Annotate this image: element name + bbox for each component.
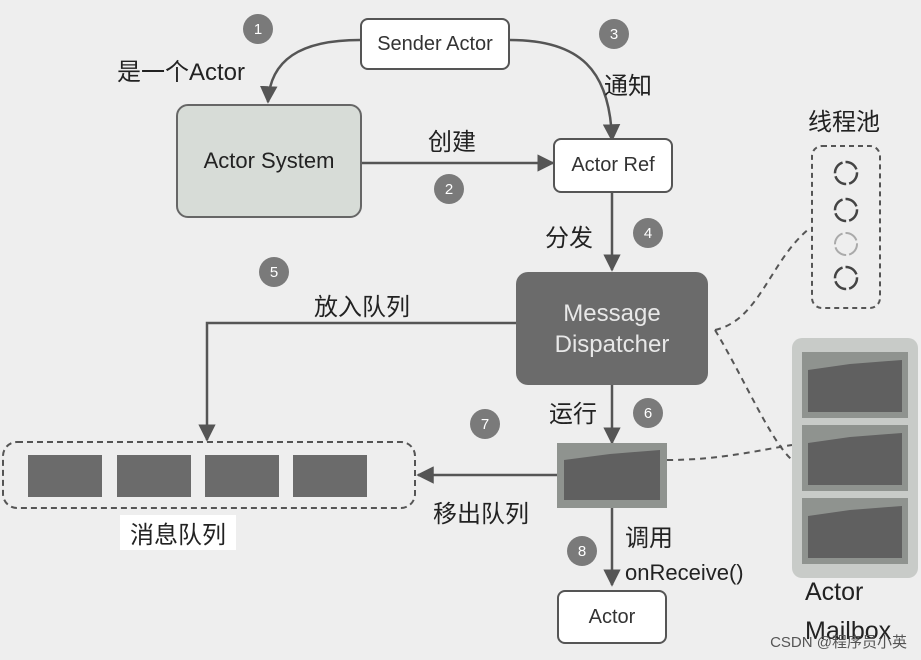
edge-label-enqueue: 放入队列 [314,294,410,321]
step-8-badge: 8 [567,536,597,566]
queue-item [293,455,367,497]
edge-label-run: 运行 [549,401,597,428]
edge-label-dispatch: 分发 [545,225,593,252]
step-2-badge: 2 [434,174,464,204]
actor-ref-box: Actor Ref [553,138,673,193]
edge-label-invoke: 调用 [625,525,673,552]
actor-mailbox-label-line2: Mailbox [805,617,892,645]
link-mailbox [714,329,793,461]
sender-actor-box: Sender Actor [360,18,510,70]
edge-enqueue [198,321,516,442]
actor-label: Actor [588,605,636,628]
link-thread-pool [714,227,811,331]
thread-icon [833,160,859,186]
message-queue-label: 消息队列 [120,515,236,550]
mailbox-slot-content [808,506,902,558]
mailbox-slot-content [808,360,902,412]
thread-icon [833,197,859,223]
actor-system-box: Actor System [176,104,362,218]
step-1-badge: 1 [243,14,273,44]
actor-box: Actor [557,590,667,644]
step-6-badge: 6 [633,398,663,428]
step-5-badge: 5 [259,257,289,287]
actor-ref-label: Actor Ref [571,154,655,176]
sender-actor-label: Sender Actor [377,32,493,55]
edge-is-an-actor [260,38,361,104]
step-7-badge: 7 [470,409,500,439]
edge-label-dequeue: 移出队列 [433,501,529,528]
actor-mailbox-label-line1: Actor [805,578,864,606]
edge-label-on-receive: onReceive() [625,560,744,585]
step-3-badge: 3 [599,19,629,49]
edge-label-create: 创建 [428,129,476,156]
thread-pool-container [811,145,881,309]
thread-pool-label: 线程池 [808,109,880,136]
actor-system-label: Actor System [203,148,335,173]
running-mailbox-content [564,450,660,500]
step-4-badge: 4 [633,218,663,248]
watermark-caption: CSDN @程序员小英 [770,634,907,651]
message-dispatcher-label-line2: Dispatcher [554,330,670,358]
link-mailbox-2 [666,444,793,461]
edge-label-is-an-actor: 是一个Actor [117,59,246,86]
message-dispatcher-box: Message Dispatcher [516,272,708,385]
queue-item [205,455,279,497]
queue-item [28,455,102,497]
message-queue-container [2,441,416,509]
thread-icon [834,232,858,256]
thread-icon [833,265,859,291]
edge-label-notify: 通知 [604,73,652,100]
edge-notify [509,38,621,142]
mailbox-slot-content [808,433,902,485]
queue-item [117,455,191,497]
message-dispatcher-label-line1: Message [563,299,661,327]
